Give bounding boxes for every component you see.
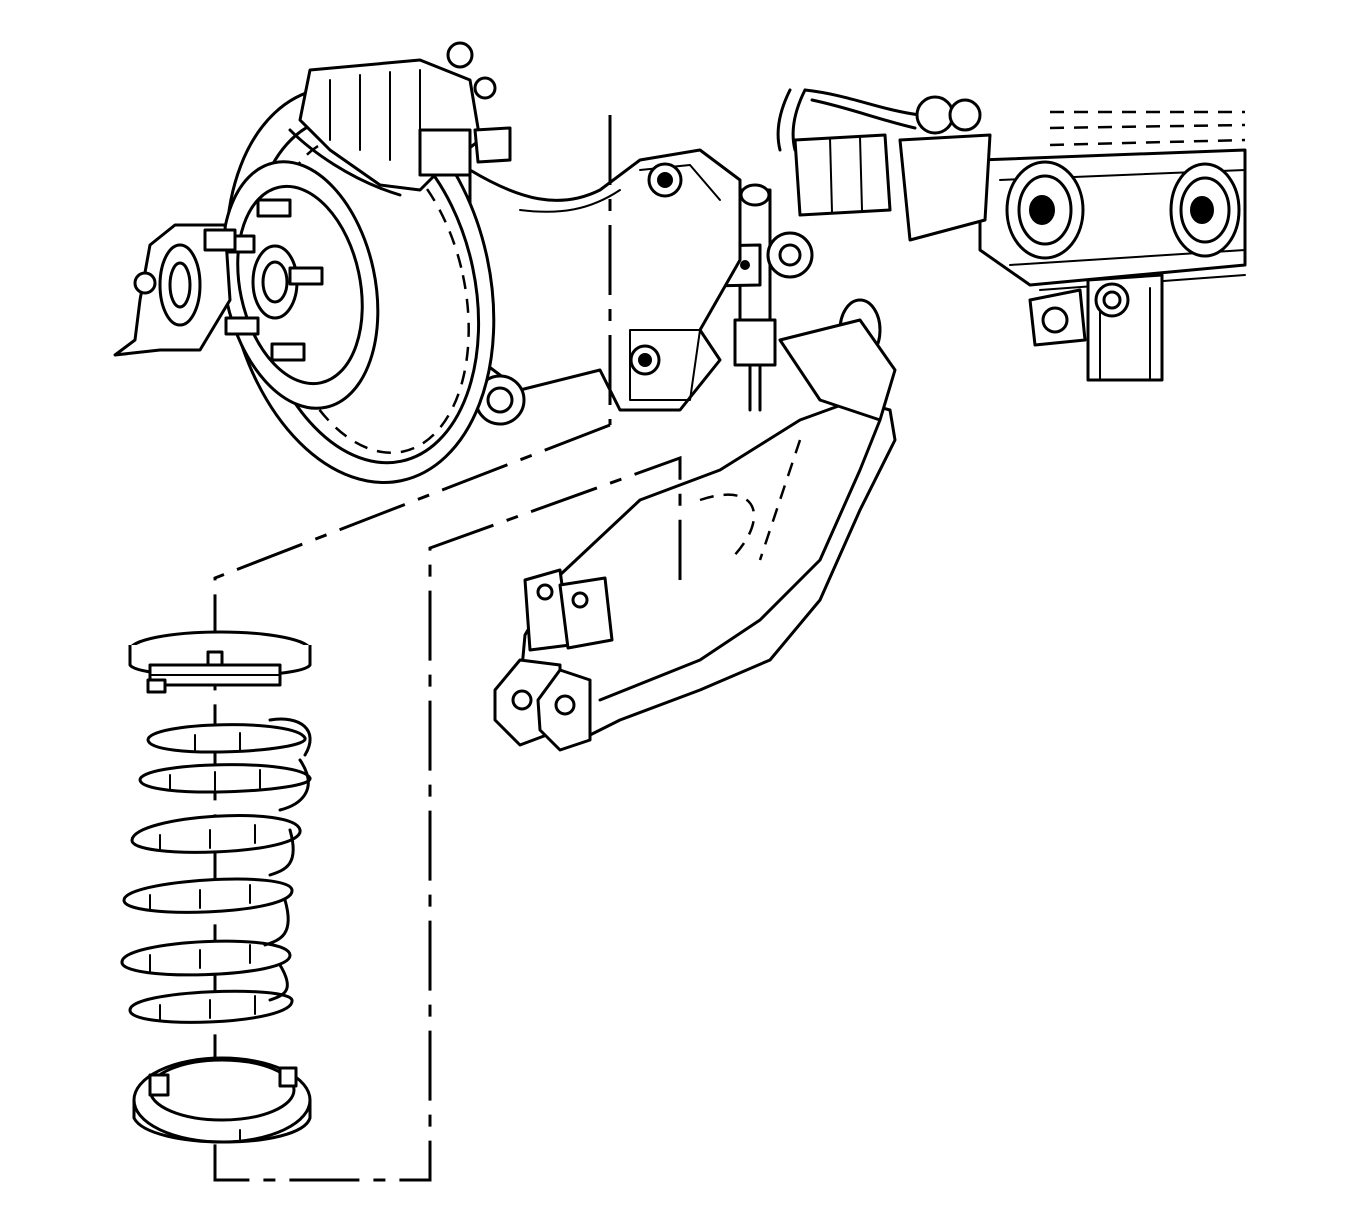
knuckle [468, 148, 742, 426]
brake-caliper [288, 41, 512, 197]
crossmember [978, 110, 1247, 382]
lower-control-arm [493, 260, 897, 752]
lower-spring-insulator [132, 1056, 312, 1144]
wheel-stud [288, 266, 324, 286]
wheel-stud [224, 316, 260, 336]
frame-bushing [1005, 160, 1085, 260]
wheel-stud [270, 342, 306, 362]
coil-spring [120, 717, 312, 1024]
upper-spring-insulator [128, 630, 312, 694]
exploded-view-leader-lines [213, 115, 682, 1182]
knuckle-bracket [113, 223, 237, 357]
wheel-stud [256, 198, 292, 218]
frame-bushing [1169, 162, 1241, 258]
wheel-hub [220, 160, 380, 410]
